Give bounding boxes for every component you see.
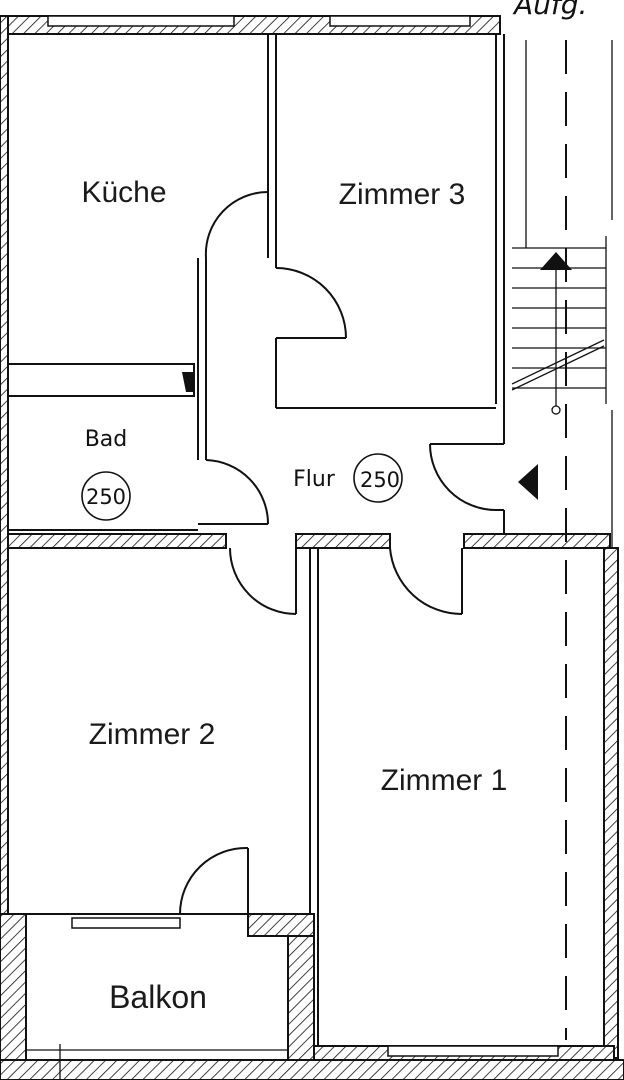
corner-text: Aufg. [512,0,587,21]
room-label-zimmer1: Zimmer 1 [381,764,508,797]
doors [179,190,504,915]
interior-walls [7,34,505,1046]
bad-height-marker: 250 [81,471,131,521]
bad-height-value: 250 [86,485,126,509]
room-label-kueche: Küche [81,176,166,209]
windows [47,15,559,1057]
flur-height-value: 250 [360,468,400,492]
room-label-bad: Bad [85,427,128,452]
flur-height-marker: 250 [353,453,403,503]
entry-arrow-icon [518,464,538,500]
room-label-balkon: Balkon [109,979,207,1015]
room-label-zimmer2: Zimmer 2 [89,718,216,751]
exterior-walls [0,15,624,1080]
stairwell [511,40,619,1040]
room-label-zimmer3: Zimmer 3 [339,178,466,211]
room-label-flur: Flur [293,467,336,492]
up-arrow-icon [540,252,572,270]
